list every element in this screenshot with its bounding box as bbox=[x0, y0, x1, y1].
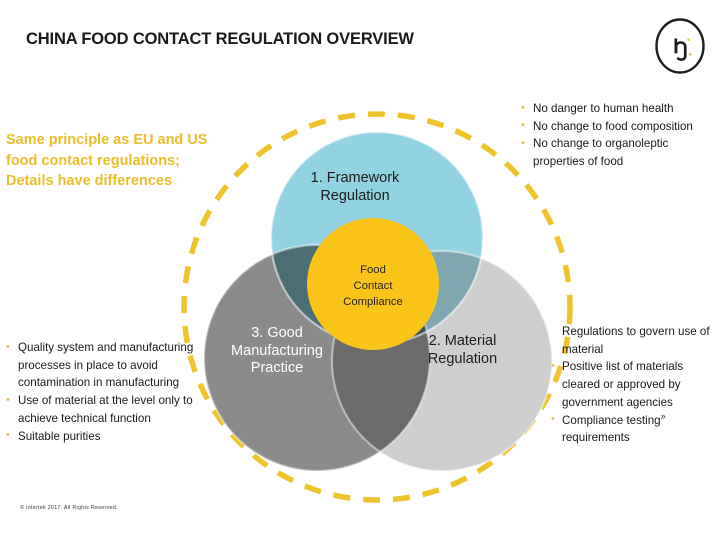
yellow-note-line3: Details have differences bbox=[6, 173, 173, 190]
venn-label-center-line1: Food bbox=[360, 264, 386, 276]
venn-label-center-line3: Compliance bbox=[343, 296, 403, 309]
venn-label-framework-line2: Regulation bbox=[320, 187, 390, 204]
venn-label-gmp: 3. Good Manufacturing Practice bbox=[200, 325, 354, 378]
list-item: No danger to human health bbox=[521, 100, 720, 118]
list-item: Positive list of materials cleared or ap… bbox=[551, 358, 720, 411]
venn-label-center-line2: Contact bbox=[353, 280, 393, 293]
circle-center-compliance bbox=[307, 218, 439, 350]
venn-label-gmp-line1: 3. Good bbox=[251, 325, 303, 341]
footer-copyright: © Intertek 2017. All Rights Reserved. bbox=[20, 505, 118, 511]
list-item: No change to organoleptic properties of … bbox=[521, 135, 720, 170]
compliance-testing-text: Compliance testing bbox=[562, 413, 661, 427]
page-title: CHINA FOOD CONTACT REGULATION OVERVIEW bbox=[26, 30, 414, 48]
list-item: Regulations to govern use of material bbox=[562, 325, 710, 356]
venn-label-material: 2. Material Regulation bbox=[395, 333, 530, 368]
list-item: Quality system and manufacturing process… bbox=[6, 338, 214, 392]
yellow-note-line1: Same principle as EU and US bbox=[6, 132, 208, 148]
venn-label-material-line2: Regulation bbox=[427, 350, 498, 367]
venn-label-framework-line1: 1. Framework bbox=[310, 170, 400, 186]
bullet-list-material-criteria: Regulations to govern use of material Po… bbox=[551, 323, 720, 447]
list-item: No change to food composition bbox=[521, 117, 720, 136]
venn-label-framework: 1. Framework Regulation bbox=[258, 170, 452, 205]
venn-label-gmp-line2: Manufacturing bbox=[231, 342, 323, 359]
yellow-note-line2: food contact regulations; bbox=[6, 152, 180, 169]
superscript-mark: » bbox=[660, 410, 666, 421]
venn-diagram bbox=[177, 108, 577, 506]
bullet-list-gmp-criteria: Quality system and manufacturing process… bbox=[6, 338, 214, 446]
dashed-boundary-ellipse bbox=[177, 108, 577, 506]
list-item: Suitable purities bbox=[6, 427, 214, 446]
venn-label-center: Food Contact Compliance bbox=[322, 262, 424, 310]
list-item: Use of material at the level only to ach… bbox=[6, 392, 214, 427]
yellow-highlight-note: Same principle as EU and US food contact… bbox=[6, 130, 254, 192]
venn-label-material-line1: 2. Material bbox=[428, 333, 497, 349]
compliance-testing-tail: requirements bbox=[562, 431, 630, 445]
venn-label-gmp-line3: Practice bbox=[250, 360, 304, 377]
bullet-list-framework-criteria: No danger to human health No change to f… bbox=[521, 100, 720, 171]
intertek-in-monogram-icon bbox=[653, 17, 707, 75]
list-item-compliance-testing: Compliance testing» requirements bbox=[551, 410, 720, 447]
